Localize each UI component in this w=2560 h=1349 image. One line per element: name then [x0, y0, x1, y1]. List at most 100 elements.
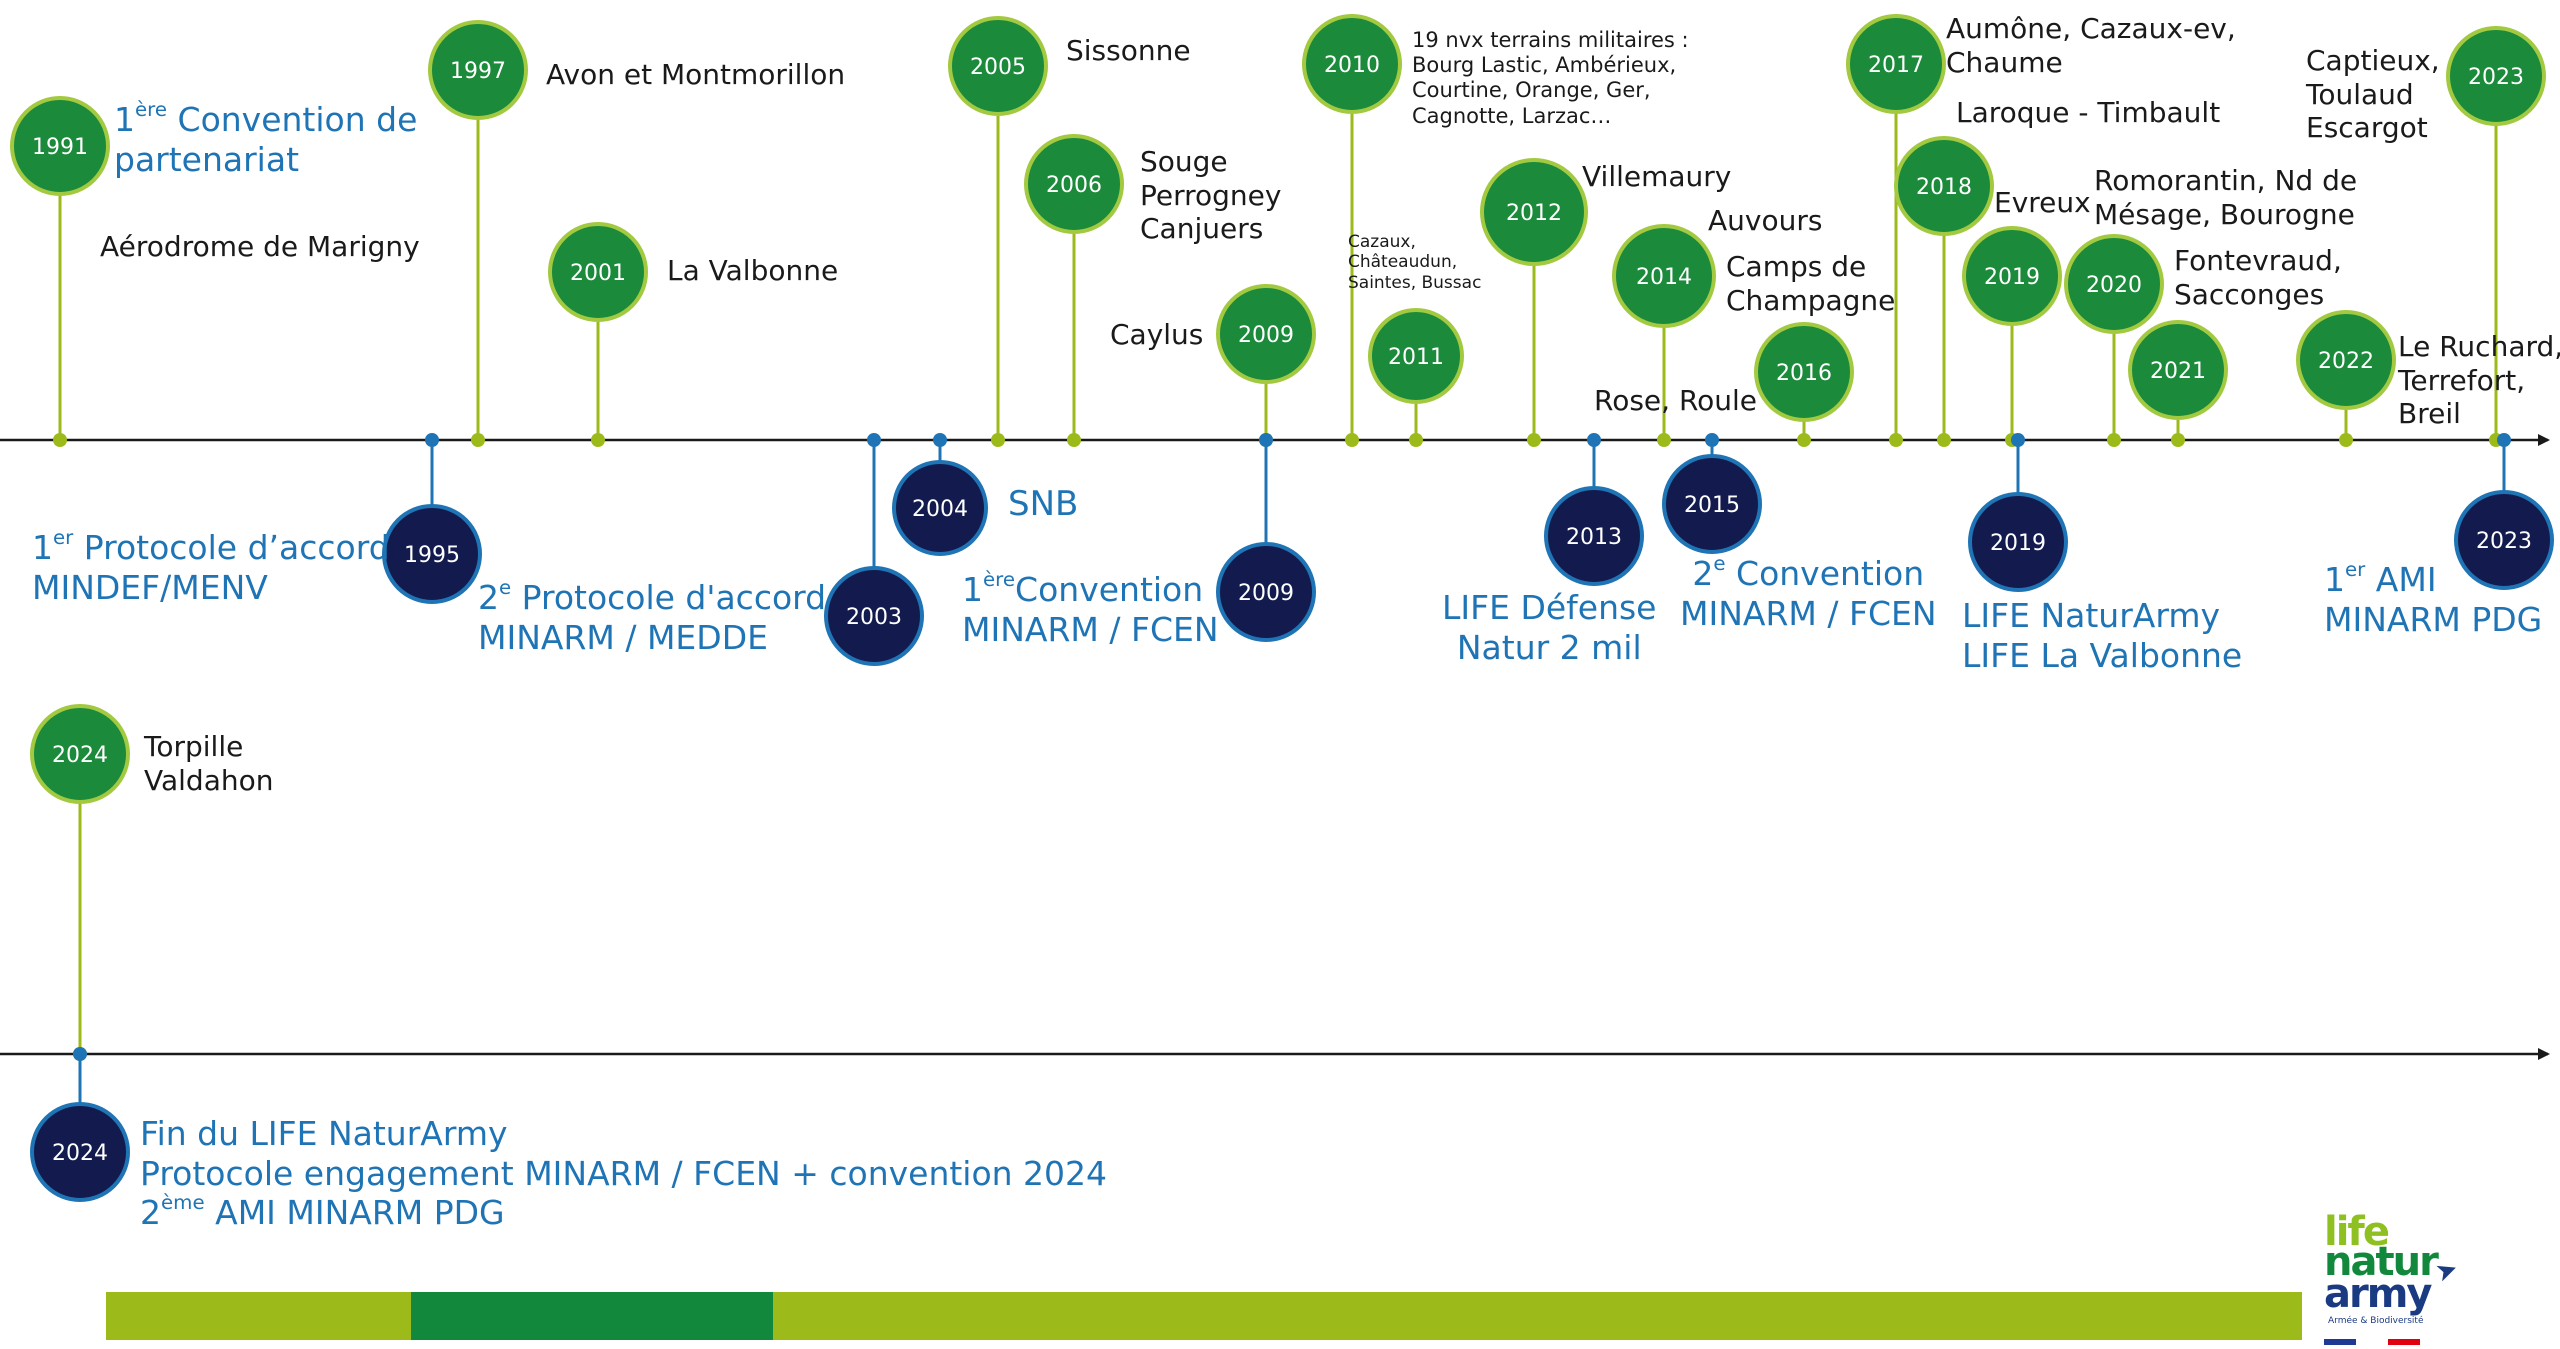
pin-2005: 2005	[948, 16, 1048, 447]
year-badge	[1302, 14, 1402, 114]
year-badge-label: 2022	[2318, 349, 2374, 374]
year-badge	[1544, 486, 1644, 586]
pin-2014: 2014	[1612, 224, 1716, 447]
axis-marker	[1409, 433, 1423, 447]
year-badge-label: 2005	[970, 55, 1026, 80]
year-badge-label: 2006	[1046, 173, 1102, 198]
axis-marker	[471, 433, 485, 447]
label-2023-ami: 1er AMI MINARM PDG	[2324, 558, 2543, 639]
year-badge	[1894, 136, 1994, 236]
year-badge-label: 2009	[1238, 581, 1294, 606]
axis-marker	[2107, 433, 2121, 447]
year-badge	[10, 96, 110, 196]
label-2022: Le Ruchard,Terrefort,Breil	[2398, 330, 2560, 431]
pin-2016: 2016	[1754, 322, 1854, 447]
label-2021: Fontevraud,Sacconges	[2174, 244, 2342, 311]
pin-2013: 2013	[1544, 433, 1644, 586]
label-2005: Sissonne	[1066, 34, 1191, 67]
year-badge	[1968, 492, 2068, 592]
year-badge-label: 2024	[52, 743, 108, 768]
year-badge-label: 2009	[1238, 323, 1294, 348]
label-2024-bottom: Fin du LIFE NaturArmy Protocole engageme…	[140, 1114, 1108, 1233]
year-badge	[1754, 322, 1854, 422]
pin-1991: 1991	[10, 96, 110, 447]
year-badge-label: 1997	[450, 59, 506, 84]
year-badge	[428, 20, 528, 120]
year-badge	[1216, 542, 1316, 642]
year-badge	[2296, 310, 2396, 410]
label-2004: SNB	[1008, 484, 1079, 524]
axis-marker	[73, 1047, 87, 1061]
logo-text-natur: natur	[2324, 1239, 2439, 1285]
year-badge	[824, 566, 924, 666]
year-badge-label: 2013	[1566, 525, 1622, 550]
axis-marker	[1937, 433, 1951, 447]
axis-marker	[53, 433, 67, 447]
year-badge-label: 2023	[2476, 529, 2532, 554]
axis-marker	[1067, 433, 1081, 447]
axis-marker	[591, 433, 605, 447]
year-badge-label: 2014	[1636, 265, 1692, 290]
pin-2012: 2012	[1480, 158, 1588, 447]
year-badge	[1368, 308, 1464, 404]
year-badge-label: 2001	[570, 261, 626, 286]
label-2015: 2e Convention MINARM / FCEN	[1680, 552, 1937, 633]
axis-marker	[1587, 433, 1601, 447]
label-2010: 19 nvx terrains militaires :Bourg Lastic…	[1412, 28, 1689, 128]
label-1991: 1ère Convention de partenariat	[114, 98, 418, 179]
footer-bar-accent	[411, 1292, 773, 1340]
year-badge-label: 2016	[1776, 361, 1832, 386]
label-2014: Auvours	[1708, 204, 1823, 237]
pin-2019a: 2019	[1962, 226, 2062, 447]
pin-2018: 2018	[1894, 136, 1994, 447]
year-badge	[548, 222, 648, 322]
pin-2009a: 2009	[1216, 284, 1316, 447]
pin-2017: 2017	[1846, 14, 1946, 447]
year-badge	[948, 16, 1048, 116]
year-badge	[1662, 454, 1762, 554]
pin-2003: 2003	[824, 433, 924, 666]
year-badge	[892, 460, 988, 556]
year-badge-label: 2011	[1388, 345, 1444, 370]
year-badge	[2454, 490, 2554, 590]
year-badge	[2064, 234, 2164, 334]
pin-2004: 2004	[892, 433, 988, 556]
year-badge	[1612, 224, 1716, 328]
axis-marker	[1889, 433, 1903, 447]
label-2001: La Valbonne	[667, 254, 839, 287]
year-badge	[382, 504, 482, 604]
axis-marker	[1259, 433, 1273, 447]
label-2011: Cazaux,Châteaudun,Saintes, Bussac	[1348, 232, 1482, 293]
year-badge-label: 2019	[1990, 531, 2046, 556]
year-badge-label: 2023	[2468, 65, 2524, 90]
pin-2015: 2015	[1662, 433, 1762, 554]
label-aerodrome-marigny: Aérodrome de Marigny	[100, 230, 420, 263]
year-badge-label: 2021	[2150, 359, 2206, 384]
axis-marker	[2171, 433, 2185, 447]
pin-2006: 2006	[1024, 134, 1124, 447]
year-badge-label: 2024	[52, 1141, 108, 1166]
year-badge-label: 1995	[404, 543, 460, 568]
year-badge-label: 2017	[1868, 53, 1924, 78]
axis-marker	[2339, 433, 2353, 447]
logo-text-life: life	[2324, 1209, 2390, 1255]
pin-2001: 2001	[548, 222, 648, 447]
life-naturarmy-logo: life natur army ➤ Armée & Biodiversité	[2324, 1209, 2474, 1345]
year-badge-label: 2003	[846, 605, 902, 630]
axis-marker	[425, 433, 439, 447]
pin-2021: 2021	[2128, 320, 2228, 447]
pin-2022: 2022	[2296, 310, 2396, 447]
axis-marker	[2011, 433, 2025, 447]
axis-marker	[1527, 433, 1541, 447]
pin-2010: 2010	[1302, 14, 1402, 447]
year-badge	[1216, 284, 1316, 384]
label-2019-evreux: Evreux	[1994, 186, 2091, 219]
logo-tagline: Armée & Biodiversité	[2328, 1316, 2424, 1326]
pin-2024b: 2024	[30, 1047, 130, 1202]
